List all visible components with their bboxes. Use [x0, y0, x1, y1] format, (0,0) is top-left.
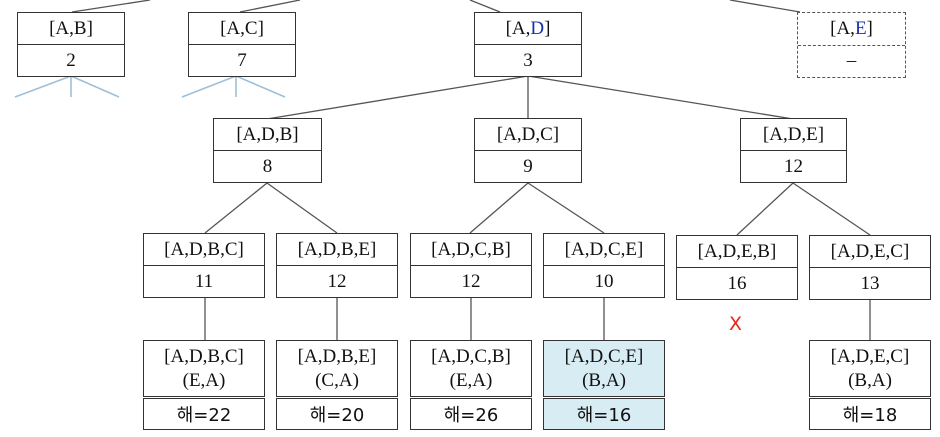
node-adcb-label: [A,D,C,B]	[411, 234, 531, 266]
node-ad-label-pre: [A,	[505, 17, 531, 39]
leaf-adcb-tour: [A,D,C,B]	[431, 345, 511, 367]
leaf-adec-tour: [A,D,E,C]	[830, 345, 910, 367]
node-ae: [A,E] –	[797, 12, 906, 78]
leaf-adec-closing-edge: (B,A)	[848, 369, 892, 391]
stub-ab-right	[70, 75, 120, 98]
edge-ade-adeb	[736, 182, 794, 236]
node-adce-cost: 10	[594, 270, 614, 292]
leaf-adce-tour: [A,D,C,E]	[564, 345, 644, 367]
stub-ab-left	[14, 75, 72, 98]
stub-ac-right	[235, 75, 286, 98]
edge-root-ac	[239, 0, 301, 13]
node-ad-label-post: ]	[544, 17, 551, 39]
node-adeb: [A,D,E,B] 16	[676, 235, 798, 300]
leaf-adbe-tour: [A,D,B,E]	[297, 345, 377, 367]
node-ae-label-hl: E	[854, 17, 867, 39]
node-ac-cost: 7	[237, 49, 247, 71]
node-ad-label-hl: D	[530, 17, 545, 39]
node-ae-label-post: ]	[866, 17, 873, 39]
solution-adbe: 해=20	[276, 398, 398, 430]
node-adbe: [A,D,B,E] 12	[276, 233, 398, 298]
node-ab: [A,B] 2	[17, 12, 125, 77]
node-adc-cost: 9	[523, 155, 533, 177]
node-adbc: [A,D,B,C] 11	[143, 233, 265, 298]
node-adbc-cost: 11	[194, 270, 214, 292]
edge-root-ad	[469, 0, 501, 13]
edge-adc-adce	[527, 182, 605, 234]
node-ab-label: [A,B]	[18, 13, 124, 45]
edge-adc-adcb	[469, 182, 529, 234]
leaf-adbc-tour: [A,D,B,C]	[164, 345, 244, 367]
node-ad: [A,D] 3	[474, 12, 582, 77]
node-adec-cost: 13	[860, 272, 880, 294]
node-adb-cost: 8	[262, 155, 273, 177]
leaf-adce-optimal: [A,D,C,E] (B,A)	[543, 340, 665, 397]
node-adb-label: [A,D,B]	[214, 119, 321, 151]
node-adce: [A,D,C,E] 10	[543, 233, 665, 298]
node-adc-label: [A,D,C]	[475, 119, 581, 151]
node-ac: [A,C] 7	[188, 12, 296, 77]
leaf-adbc: [A,D,B,C] (E,A)	[143, 340, 265, 397]
edge-ad-ade	[527, 75, 794, 120]
node-ade-cost: 12	[784, 155, 803, 177]
node-adec: [A,D,E,C] 13	[809, 235, 931, 300]
node-adbe-label: [A,D,B,E]	[277, 234, 397, 266]
leaf-adce-closing-edge: (B,A)	[582, 369, 626, 391]
node-ac-label: [A,C]	[189, 13, 295, 45]
edge-adb-adbc	[204, 182, 268, 234]
node-ade: [A,D,E] 12	[740, 118, 847, 183]
node-ad-label: [A,D]	[475, 13, 581, 45]
edge-root-ab	[71, 0, 151, 13]
node-adb: [A,D,B] 8	[213, 118, 322, 183]
node-adeb-label: [A,D,E,B]	[677, 236, 797, 268]
edge-ade-adec	[792, 182, 871, 236]
solution-adec: 해=18	[809, 398, 931, 430]
stub-ac-left	[181, 75, 237, 98]
leaf-adec: [A,D,E,C] (B,A)	[809, 340, 931, 397]
node-adc: [A,D,C] 9	[474, 118, 582, 183]
node-adbc-label: [A,D,B,C]	[144, 234, 264, 266]
leaf-adbe-closing-edge: (C,A)	[315, 369, 359, 391]
edge-ad-adb	[266, 75, 529, 120]
node-adcb: [A,D,C,B] 12	[410, 233, 532, 298]
node-ade-label: [A,D,E]	[741, 119, 846, 151]
leaf-adcb-closing-edge: (E,A)	[449, 369, 493, 391]
node-adec-label: [A,D,E,C]	[810, 236, 930, 268]
pruned-x-mark: X	[729, 313, 743, 335]
node-ab-cost: 2	[66, 49, 76, 71]
edge-adb-adbe	[266, 182, 338, 234]
node-ae-label: [A,E]	[798, 13, 905, 46]
node-adbe-cost: 12	[327, 270, 347, 292]
node-adeb-cost: 16	[727, 272, 747, 294]
node-ad-cost: 3	[523, 49, 533, 71]
leaf-adbc-closing-edge: (E,A)	[182, 369, 226, 391]
solution-adce-optimal: 해=16	[543, 398, 665, 430]
leaf-adcb: [A,D,C,B] (E,A)	[410, 340, 532, 397]
node-ae-label-pre: [A,	[830, 17, 855, 39]
leaf-adbe: [A,D,B,E] (C,A)	[276, 340, 398, 397]
solution-adcb: 해=26	[410, 398, 532, 430]
node-adce-label: [A,D,C,E]	[544, 234, 664, 266]
solution-adbc: 해=22	[143, 398, 265, 430]
edge-root-ae	[729, 0, 801, 13]
node-ae-cost: –	[846, 50, 857, 72]
node-adcb-cost: 12	[461, 270, 481, 292]
